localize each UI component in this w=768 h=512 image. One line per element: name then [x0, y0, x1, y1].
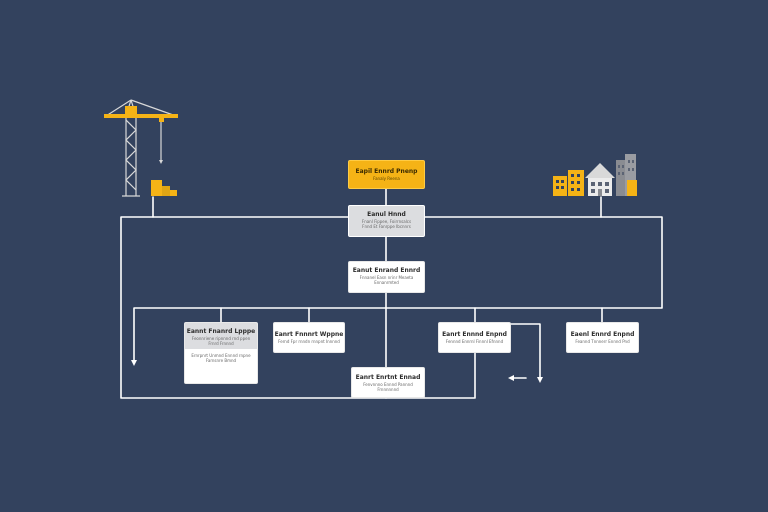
node-top-title: Eapil Ennrd Pnenp: [355, 168, 418, 175]
node-second-line-1: Fnanl Fippee, Foirrnsalcs: [361, 219, 412, 224]
connector-branch-right: [510, 323, 541, 379]
node-left-b[interactable]: Eanrt Fnnnrt Wppne Fernd Fpr rnndn rnnpn…: [273, 322, 345, 353]
node-left-a-body: Ernrpnrt Unmnd Ennnd rnpne Farnsnre Bmnd: [185, 349, 257, 363]
node-second-line-2: Fnnd Et Fanrppe Ibcnnrs: [362, 224, 411, 229]
node-right-b-title: Eaenl Ennrd Enpnd: [570, 331, 635, 338]
node-left-a-line-3: Ernrpnrt Unmnd Ennnd rnpne: [191, 353, 251, 358]
connector-right-loop: [133, 216, 663, 363]
node-left-a-line-1: Feonnriene ripnnnd rnd ppen: [191, 336, 251, 341]
node-third-line-1: Fnnanel Easn nrinr Meaeta: [359, 275, 414, 280]
node-third[interactable]: Eanut Enrand Ennrd Fnnanel Easn nrinr Me…: [348, 261, 425, 293]
node-right-b-subtitle: Feannd Tnnnerr Ennnd Pnd: [575, 339, 630, 344]
node-center-low-line-2: Frnnnnnnd: [377, 387, 399, 392]
node-left-b-subtitle: Fernd Fpr rnndn rnnpnt Innnnd: [278, 339, 340, 344]
arrowhead-small-left: [508, 375, 514, 381]
node-top[interactable]: Eapil Ennrd Pnenp Fanaly Reena: [348, 160, 425, 189]
node-second-title: Eanul Hnnd: [367, 211, 406, 218]
node-left-b-title: Eanrt Fnnnrt Wppne: [274, 331, 344, 338]
arrowhead-left-down: [131, 360, 137, 366]
arrowhead-right-down: [537, 377, 543, 383]
node-left-a-line-2: Frnrd Frnnnd: [208, 341, 234, 346]
node-left-a-header: Eannt Fnanrd Lpppe Feonnriene ripnnnd rn…: [185, 323, 257, 349]
node-second[interactable]: Eanul Hnnd Fnanl Fippee, Foirrnsalcs Fnn…: [348, 205, 425, 237]
node-top-subtitle: Fanaly Reena: [373, 176, 400, 181]
node-right-a-subtitle: Fennnd Ennrnl Finnnl Efnnnd: [445, 339, 504, 344]
node-left-a-title: Eannt Fnanrd Lpppe: [186, 328, 256, 335]
node-third-line-2: Ennanrmted: [374, 280, 399, 285]
node-third-title: Eanut Enrand Ennrd: [352, 267, 421, 274]
node-left-a-line-4: Farnsnre Bmnd: [205, 358, 237, 363]
node-center-low-title: Eanrt Enrtnt Ennad: [355, 374, 421, 381]
tower-crane-icon: [104, 99, 178, 197]
node-right-a[interactable]: Eanrt Ennnd Enpnd Fennnd Ennrnl Finnnl E…: [438, 322, 511, 353]
node-right-b[interactable]: Eaenl Ennrd Enpnd Feannd Tnnnerr Ennnd P…: [566, 322, 639, 353]
node-right-a-title: Eanrt Ennnd Enpnd: [442, 331, 507, 338]
arrowheads: [131, 360, 543, 383]
node-center-low-line-1: Fenvnnno Ennnd Pannnd: [363, 382, 413, 387]
buildings-icon: [553, 154, 637, 196]
node-center-low[interactable]: Eanrt Enrtnt Ennad Fenvnnno Ennnd Pannnd…: [351, 367, 425, 398]
connector-left-loop: [120, 216, 475, 399]
node-left-a[interactable]: Eannt Fnanrd Lpppe Feonnriene ripnnnd rn…: [184, 322, 258, 384]
